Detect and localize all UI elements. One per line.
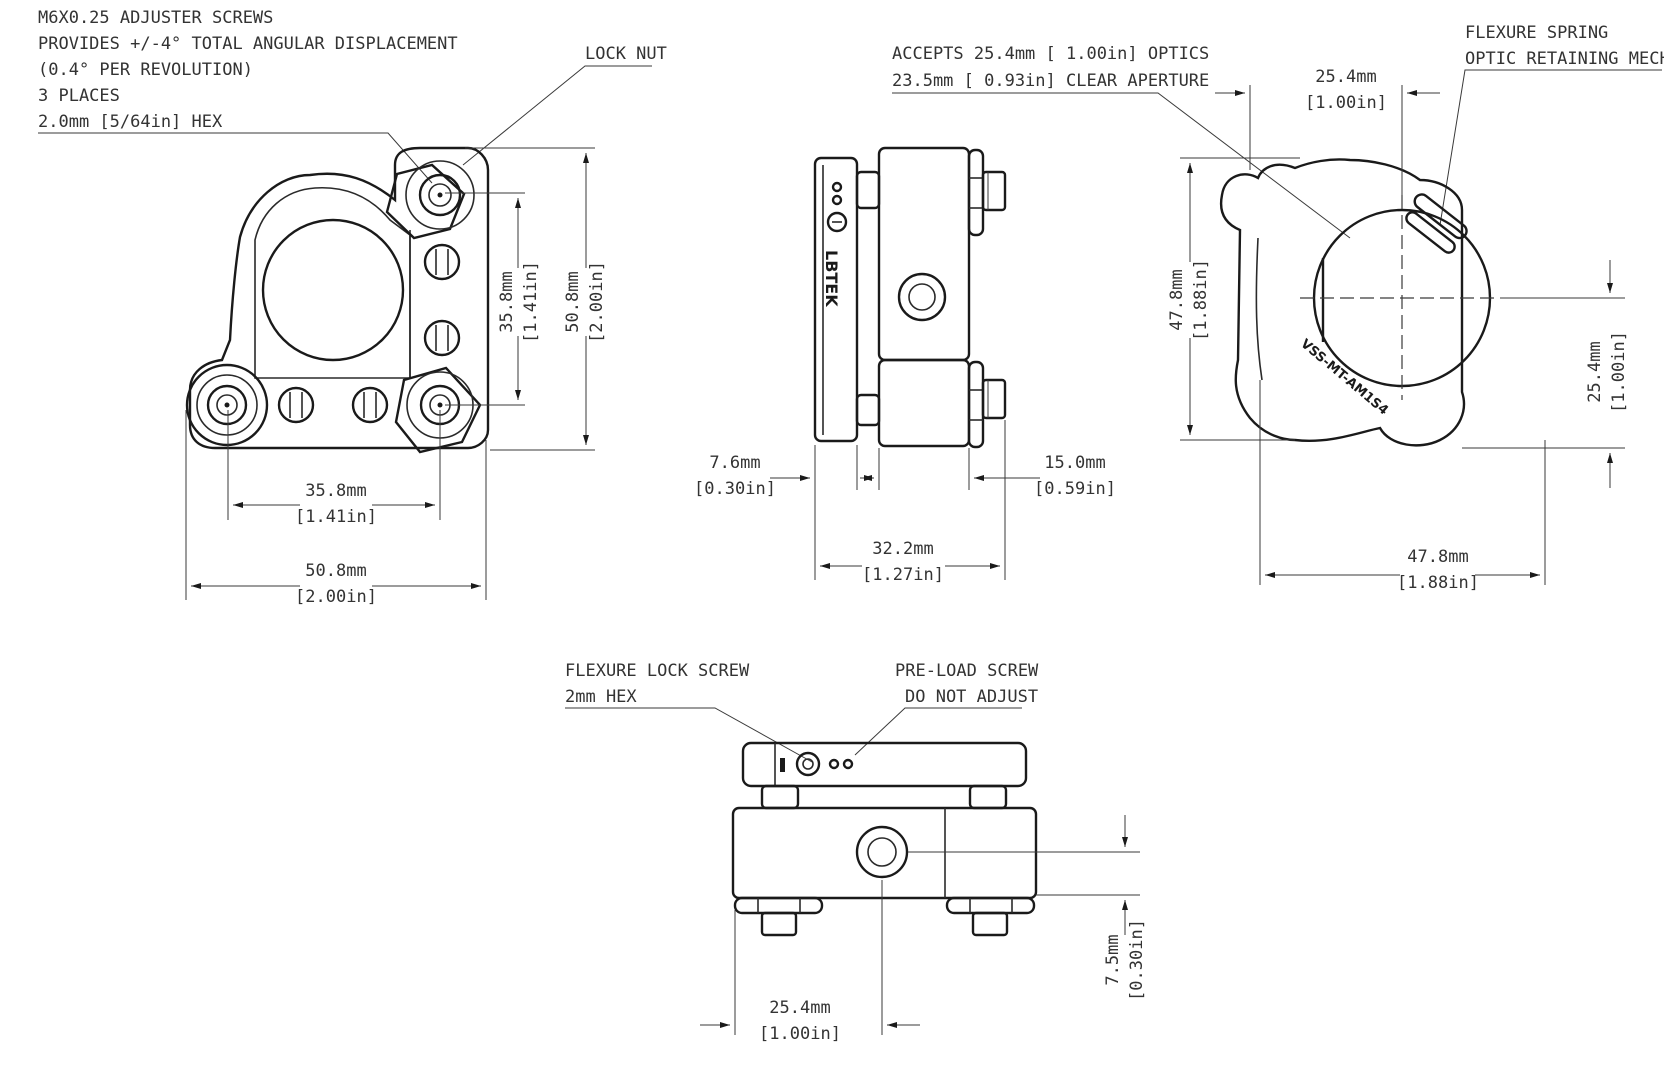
top-dim-right: 7.5mm [0.30in] [908, 815, 1147, 1001]
top-spacer-left [760, 784, 800, 810]
side-lock-screw [826, 211, 848, 233]
top-dim-bottom-in: [1.00in] [759, 1024, 841, 1044]
side-brand-logo: LBTEK [822, 250, 841, 307]
side-rear-plate [877, 146, 971, 362]
side-spacer-bottom [855, 393, 881, 427]
front-dim-vertical-inner: 35.8mm [1.41in] [445, 192, 541, 406]
top-center-hole [855, 825, 909, 879]
rear-body-outline [1219, 158, 1466, 447]
side-dim-32-2-in: [1.27in] [862, 565, 944, 585]
top-dim-right-in: [0.30in] [1127, 919, 1147, 1001]
side-view: LBTEK 7.6mm [0.30in] [694, 146, 1116, 585]
rear-dim-bottom-in: [1.88in] [1397, 573, 1479, 593]
rear-dim-top-in: [1.00in] [1305, 93, 1387, 113]
optics-leader [892, 92, 1351, 239]
note-line-3: (0.4° PER REVOLUTION) [38, 60, 253, 80]
top-rear-plate [731, 806, 1038, 900]
adjuster-screw-bottom-right [394, 366, 482, 454]
dim-35-8-v-mm: 35.8mm [497, 271, 517, 332]
side-dim-7-6-mm: 7.6mm [709, 453, 760, 473]
rear-dim-left: 47.8mm [1.88in] [1167, 157, 1300, 441]
top-front-plate [741, 741, 1028, 788]
dim-35-8-h-in: [1.41in] [295, 507, 377, 527]
adjuster-screw-bottom-left [185, 363, 269, 447]
note-line-5: 2.0mm [5/64in] HEX [38, 112, 223, 132]
side-nut-top [967, 148, 1007, 237]
rear-dim-bottom: 47.8mm [1.88in] [1259, 380, 1546, 593]
rear-dim-top-mm: 25.4mm [1315, 67, 1376, 87]
flexure-spring [1405, 193, 1468, 254]
lock-nut-label: LOCK NUT [585, 44, 667, 64]
dim-50-8-v-in: [2.00in] [587, 261, 607, 343]
rear-dim-right: 25.4mm [1.00in] [1462, 260, 1629, 488]
dim-50-8-h-mm: 50.8mm [305, 561, 366, 581]
dim-50-8-v-mm: 50.8mm [563, 271, 583, 332]
note-line-1: M6X0.25 ADJUSTER SCREWS [38, 8, 273, 28]
note-line-4: 3 PLACES [38, 86, 120, 106]
top-preload-screw-1 [828, 758, 840, 770]
rear-dim-top: 25.4mm [1.00in] [1215, 67, 1440, 200]
top-flexure-lock-screw [795, 751, 821, 777]
side-center-hole [897, 272, 947, 322]
side-nut-bottom [967, 360, 1007, 449]
dim-50-8-h-in: [2.00in] [295, 587, 377, 607]
lock-nut-leader [462, 65, 652, 166]
adjuster-leader [38, 132, 433, 184]
top-nut-left [733, 896, 824, 937]
top-dim-bottom-mm: 25.4mm [769, 998, 830, 1018]
preload-line-2: DO NOT ADJUST [905, 687, 1038, 707]
side-dim-15-mm: 15.0mm [1044, 453, 1105, 473]
rear-dim-left-in: [1.88in] [1191, 259, 1211, 341]
front-dim-horizontal-inner: 35.8mm [1.41in] [227, 410, 441, 527]
optic-aperture [261, 218, 405, 362]
flexure-note-line-1: FLEXURE SPRING [1465, 23, 1608, 43]
side-spacer-top [855, 170, 881, 210]
optics-note-line-1: ACCEPTS 25.4mm [ 1.00in] OPTICS [892, 44, 1209, 64]
side-dim-total: 32.2mm [1.27in] [820, 420, 1006, 585]
flexure-note-line-2: OPTIC RETAINING MECHANISM [1465, 49, 1664, 69]
adjuster-screw-note: M6X0.25 ADJUSTER SCREWS PROVIDES +/-4° T… [38, 8, 458, 184]
top-dim-bottom: 25.4mm [1.00in] [700, 880, 920, 1044]
side-rear-lower [877, 358, 971, 448]
preload-line-1: PRE-LOAD SCREW [895, 661, 1039, 681]
dim-35-8-h-mm: 35.8mm [305, 481, 366, 501]
side-dim-32-2-mm: 32.2mm [872, 539, 933, 559]
flexure-lock-line-1: FLEXURE LOCK SCREW [565, 661, 750, 681]
rear-view: ACCEPTS 25.4mm [ 1.00in] OPTICS 23.5mm [… [892, 23, 1664, 593]
rear-dim-right-in: [1.00in] [1609, 331, 1629, 413]
optics-note-line-2: 23.5mm [ 0.93in] CLEAR APERTURE [892, 71, 1209, 91]
side-dim-7-6-in: [0.30in] [694, 479, 776, 499]
top-dim-right-mm: 7.5mm [1103, 934, 1123, 985]
front-dim-horizontal-outer: 50.8mm [2.00in] [185, 410, 487, 607]
dim-35-8-v-in: [1.41in] [521, 261, 541, 343]
front-view: M6X0.25 ADJUSTER SCREWS PROVIDES +/-4° T… [38, 8, 667, 607]
flexure-leader [1439, 69, 1662, 226]
front-holes [277, 243, 461, 424]
front-dim-vertical-outer: 50.8mm [2.00in] [465, 147, 607, 451]
top-spacer-right [968, 784, 1008, 810]
side-dim-right: 15.0mm [0.59in] [860, 448, 1116, 499]
front-body-inner [254, 186, 411, 379]
side-dim-15-in: [0.59in] [1034, 479, 1116, 499]
top-view: FLEXURE LOCK SCREW 2mm HEX PRE-LOAD SCRE… [565, 661, 1147, 1044]
front-body-outline [188, 146, 490, 450]
rear-body-edge [1255, 237, 1263, 381]
side-front-plate [813, 156, 859, 443]
flexure-lock-line-2: 2mm HEX [565, 687, 637, 707]
top-preload-screw-2 [842, 758, 854, 770]
rear-dim-bottom-mm: 47.8mm [1407, 547, 1468, 567]
rear-dim-left-mm: 47.8mm [1167, 269, 1187, 330]
note-line-2: PROVIDES +/-4° TOTAL ANGULAR DISPLACEMEN… [38, 34, 458, 54]
adjuster-screw-top [385, 160, 475, 240]
preload-leader [854, 707, 1022, 756]
rear-model-label: VSS-MT-AM1S4 [1297, 337, 1390, 419]
rear-dim-right-mm: 25.4mm [1585, 341, 1605, 402]
top-nut-right [945, 896, 1036, 937]
side-dim-left: 7.6mm [0.30in] [694, 445, 872, 580]
